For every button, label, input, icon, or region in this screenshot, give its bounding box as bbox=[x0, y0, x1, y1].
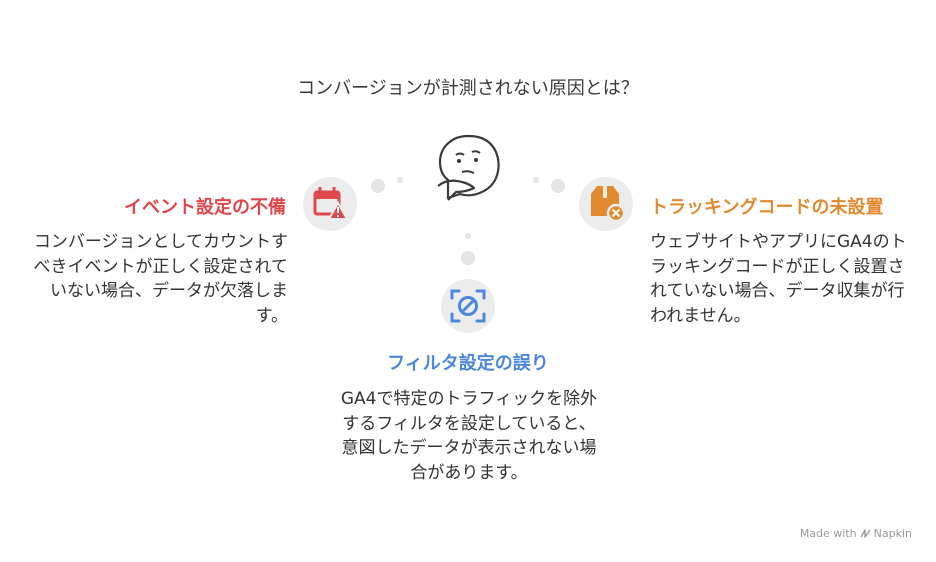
calendar-warning-icon bbox=[303, 177, 358, 231]
tracking-code-heading: トラッキングコードの未設置 bbox=[650, 197, 884, 218]
diagram-title: コンバージョンが計測されない原因とは？ bbox=[297, 78, 639, 99]
made-with-napkin-badge[interactable]: Made with Napkin bbox=[800, 527, 912, 540]
filter-block-icon bbox=[441, 279, 495, 333]
tracking-code-description: ウェブサイトやアプリにGA4のトラッキングコードが正しく設置されていない場合、デ… bbox=[650, 232, 907, 326]
connector-dot bbox=[465, 233, 471, 239]
connector-dot bbox=[533, 177, 539, 183]
filter-setting-heading: フィルタ設定の誤り bbox=[387, 353, 549, 374]
connector-dot bbox=[371, 179, 385, 193]
napkin-brand-label: Napkin bbox=[873, 527, 912, 540]
thinking-face-icon bbox=[437, 134, 500, 201]
filter-setting-description: GA4で特定のトラフィックを除外するフィルタを設定していると、意図したデータが表… bbox=[340, 389, 598, 483]
napkin-logo-icon bbox=[860, 529, 871, 538]
connector-dot bbox=[397, 177, 403, 183]
connector-dot bbox=[551, 179, 565, 193]
event-setting-description: コンバージョンとしてカウントすべきイベントが正しく設定されていない場合、データが… bbox=[33, 232, 289, 326]
package-cancel-icon bbox=[579, 177, 633, 231]
made-with-label: Made with bbox=[799, 527, 857, 540]
connector-dot bbox=[461, 251, 475, 265]
event-setting-heading: イベント設定の不備 bbox=[124, 197, 286, 218]
